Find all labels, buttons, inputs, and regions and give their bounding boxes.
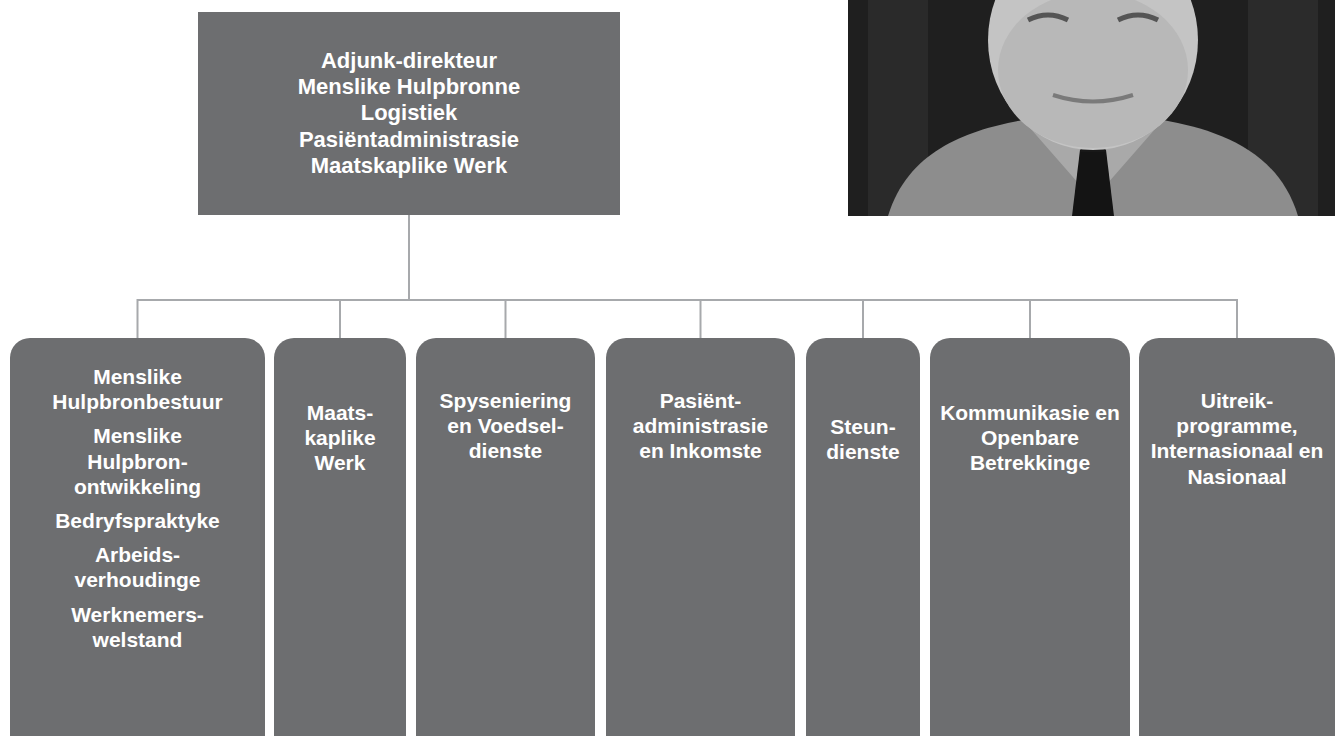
box-text: Pasiënt- administrasie en Inkomste: [621, 388, 781, 464]
unit-box: Menslike HulpbronbestuurMenslike Hulpbro…: [10, 338, 265, 736]
unit-box: Steun- dienste: [806, 338, 920, 736]
box-text: Werknemers- welstand: [45, 602, 230, 652]
org-connector: [409, 215, 1030, 338]
director-box: Adjunk-direkteurMenslike HulpbronneLogis…: [198, 12, 620, 215]
box-text: Menslike Hulpbronbestuur: [45, 364, 230, 414]
unit-box: Kommunikasie en Openbare Betrekkinge: [930, 338, 1130, 736]
org-connector: [340, 215, 409, 338]
unit-box: Uitreik- programme, Internasionaal en Na…: [1139, 338, 1335, 736]
box-text: Menslike Hulpbronne: [298, 74, 520, 100]
box-text: Spyseniering en Voedsel- dienste: [431, 388, 581, 464]
box-text: Kommunikasie en Openbare Betrekkinge: [935, 400, 1125, 476]
box-text: Adjunk-direkteur: [321, 48, 497, 74]
org-connector: [409, 215, 506, 338]
box-text: Maats- kaplike Werk: [281, 400, 399, 476]
portrait-photo: [848, 0, 1335, 216]
org-connector: [409, 215, 1237, 338]
org-connector: [409, 215, 701, 338]
box-text: Menslike Hulpbron- ontwikkeling: [45, 423, 230, 499]
box-text: Bedryfspraktyke: [55, 508, 220, 533]
box-text: Logistiek: [361, 100, 458, 126]
box-text: Uitreik- programme, Internasionaal en Na…: [1144, 388, 1330, 489]
box-text: Steun- dienste: [811, 414, 915, 464]
box-text: Pasiëntadministrasie: [299, 127, 519, 153]
org-connector: [409, 215, 863, 338]
unit-box: Pasiënt- administrasie en Inkomste: [606, 338, 795, 736]
unit-box: Spyseniering en Voedsel- dienste: [416, 338, 595, 736]
org-connector: [138, 215, 410, 338]
box-text: Arbeids- verhoudinge: [45, 542, 230, 592]
unit-box: Maats- kaplike Werk: [274, 338, 406, 736]
box-text: Maatskaplike Werk: [311, 153, 507, 179]
